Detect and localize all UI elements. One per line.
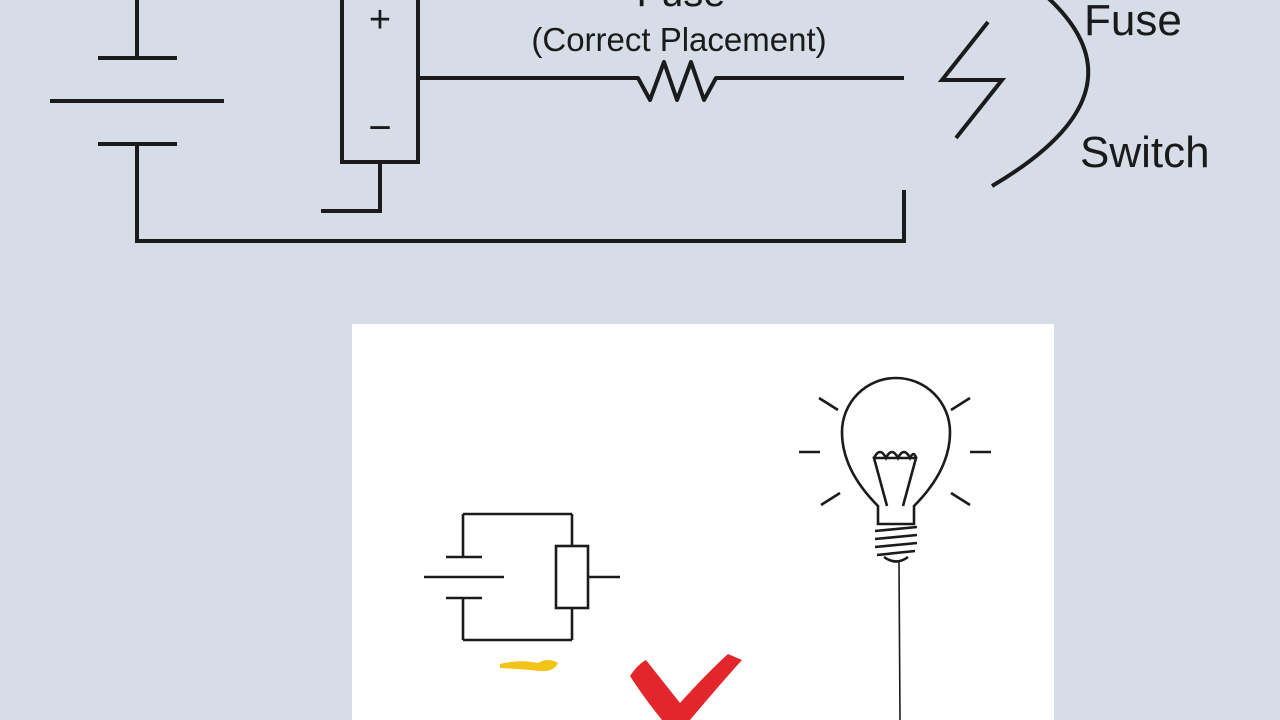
switch-label: Switch — [1080, 128, 1210, 177]
lower-illustration-panel — [352, 324, 1054, 720]
switch-bolt-icon — [937, 20, 1007, 140]
light-bulb-icon — [799, 376, 991, 720]
battery-plus-sign: + — [369, 0, 391, 41]
small-circuit — [424, 512, 620, 642]
cell-battery-icon — [50, 0, 224, 241]
resistor-icon — [626, 60, 734, 102]
highlighter-mark — [500, 660, 558, 672]
switch-arc — [990, 0, 1091, 188]
fuse-title-partial: Fuse — [637, 0, 726, 15]
fuse-caption: (Correct Placement) — [531, 21, 826, 58]
battery-minus-sign: − — [368, 106, 391, 150]
small-resistor-icon — [554, 544, 590, 610]
fuse-label: Fuse — [1084, 0, 1182, 45]
check-mark-icon — [630, 654, 742, 720]
fuse-line — [418, 60, 904, 102]
battery-box: + − — [321, 0, 420, 213]
return-wire — [135, 190, 906, 243]
